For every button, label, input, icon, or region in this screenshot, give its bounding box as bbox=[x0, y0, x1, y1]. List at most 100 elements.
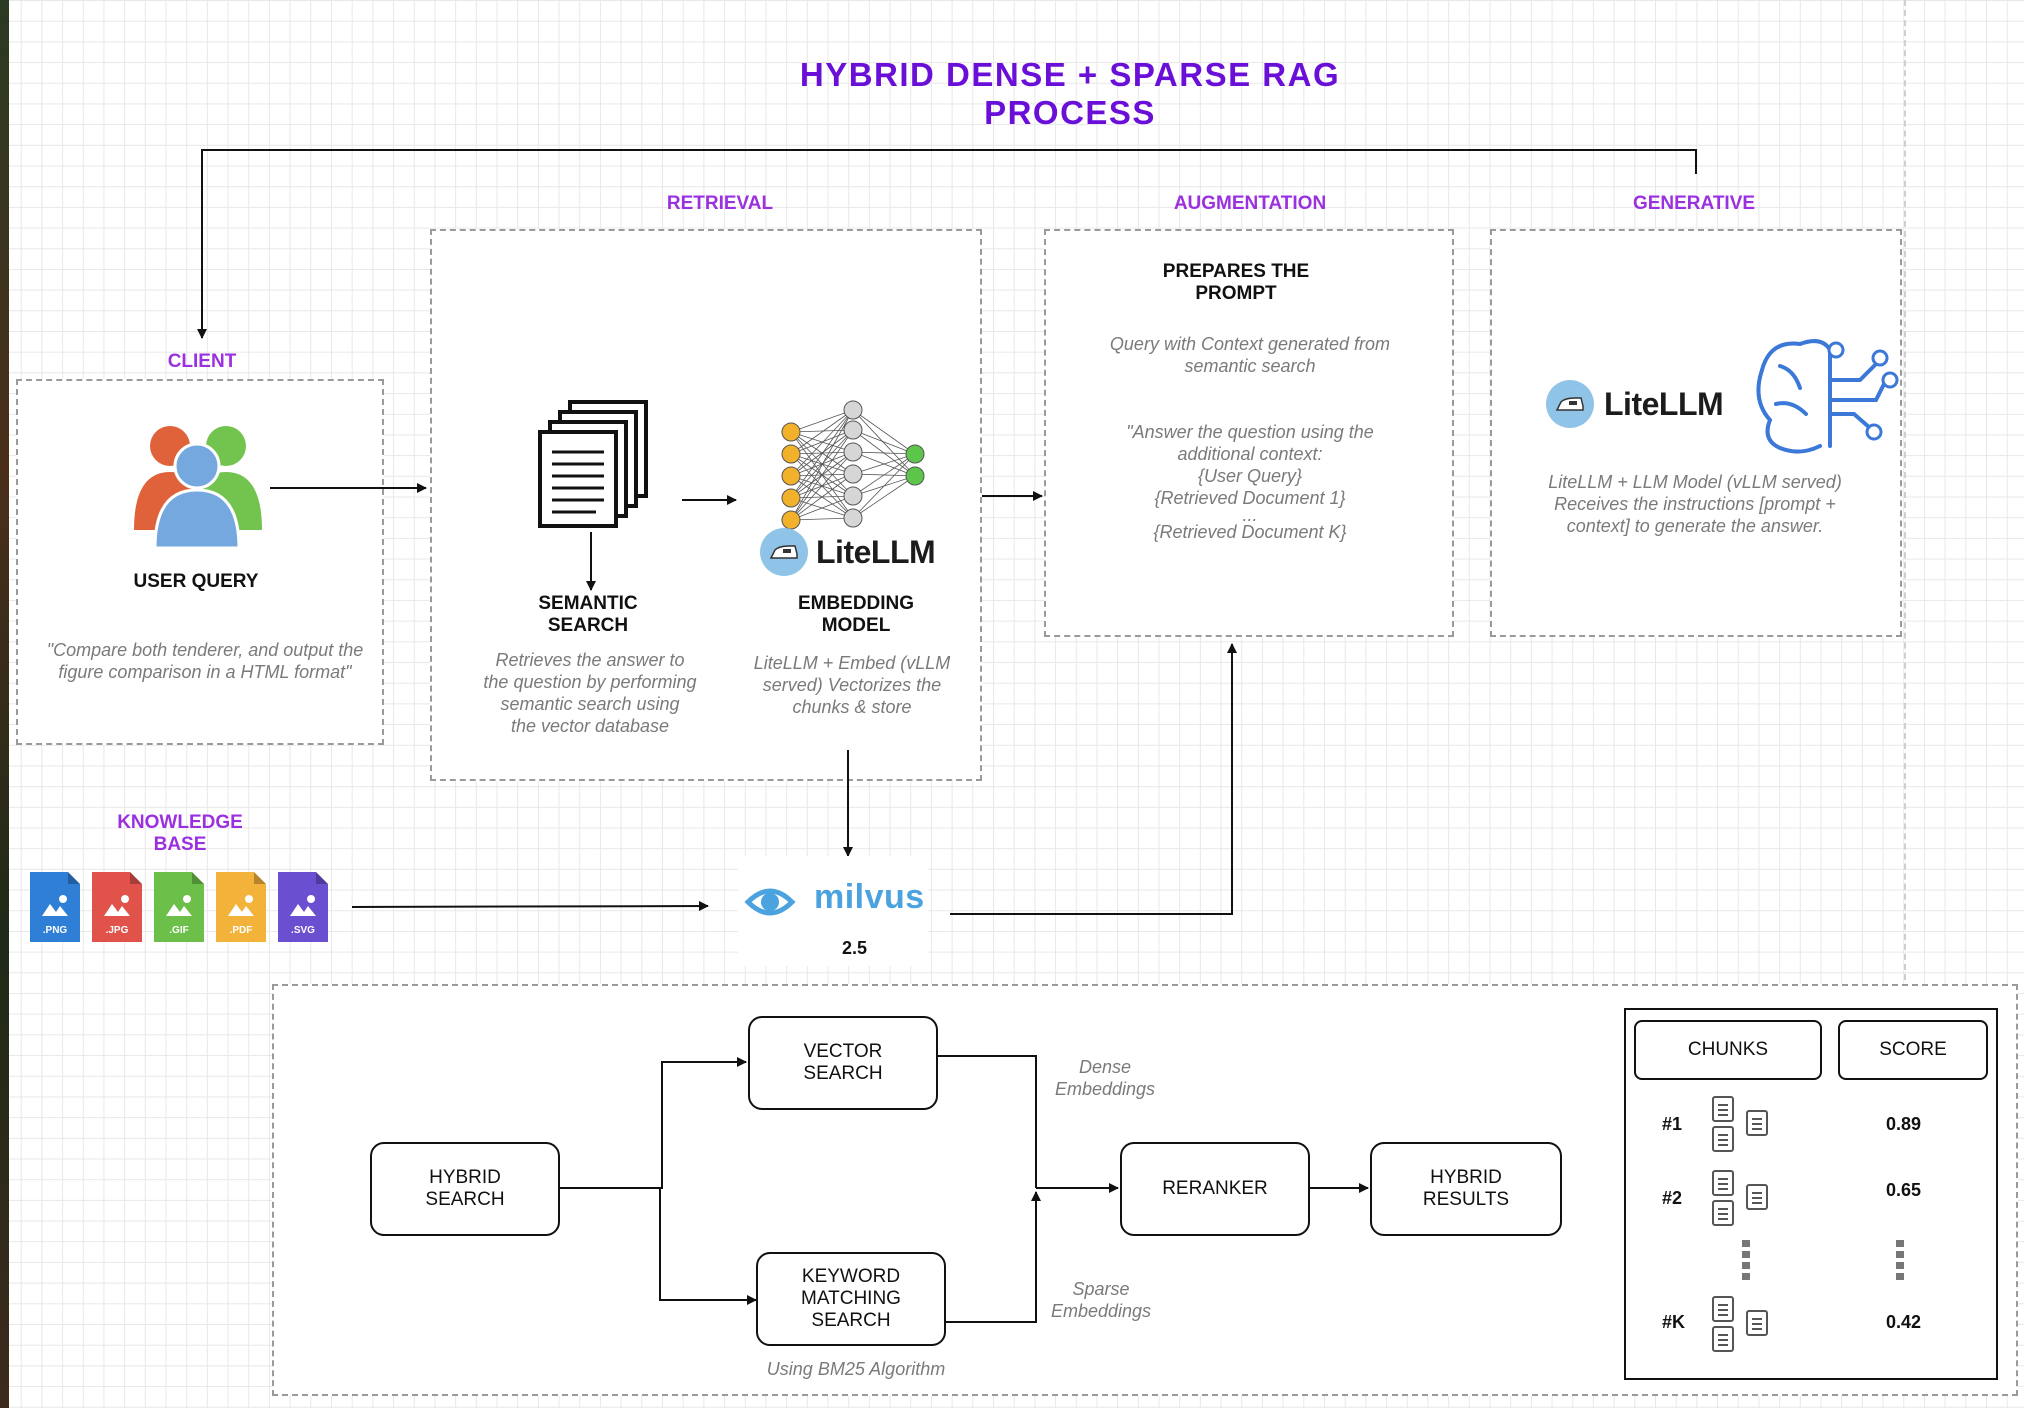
augmentation-desc-1: Query with Context generated from bbox=[1109, 334, 1391, 354]
prepares-label-1: PREPARES THE bbox=[1162, 261, 1310, 282]
rank-1: #1 bbox=[1662, 1114, 1683, 1134]
title-line-1: HYBRID DENSE + SPARSE RAG bbox=[799, 56, 1341, 93]
litellm-train-icon-2 bbox=[1546, 380, 1594, 428]
retrieval-panel bbox=[430, 229, 982, 781]
litellm-text-generative: LiteLLM bbox=[1604, 385, 1724, 422]
file-icon-png: .PNG bbox=[30, 872, 80, 942]
chunks-header: CHUNKS bbox=[1634, 1020, 1822, 1080]
file-ext-label: .PNG bbox=[42, 925, 68, 936]
prompt-line-3: {User Query} bbox=[1197, 466, 1303, 486]
file-ext-label: .PDF bbox=[229, 925, 253, 936]
semantic-desc-2: the question by performing bbox=[483, 672, 697, 692]
section-generative: GENERATIVE bbox=[1632, 193, 1756, 214]
knowledge-base-line-2: BASE bbox=[153, 834, 207, 855]
background-strip bbox=[0, 0, 9, 1408]
prompt-line-5: ... bbox=[1242, 505, 1258, 525]
diagram-title: HYBRID DENSE + SPARSE RAG PROCESS bbox=[700, 56, 1440, 132]
generative-desc-2: Receives the instructions [prompt + bbox=[1554, 494, 1836, 514]
section-retrieval: RETRIEVAL bbox=[666, 193, 774, 214]
score-ellipsis bbox=[1896, 1240, 1904, 1284]
milvus-eye-icon bbox=[744, 888, 796, 916]
chunk-doc-icon bbox=[1746, 1110, 1768, 1136]
reranker-box: RERANKER bbox=[1120, 1142, 1310, 1236]
vector-search-line-2: SEARCH bbox=[803, 1063, 883, 1084]
keyword-line-1: KEYWORD bbox=[801, 1266, 901, 1287]
prepares-label-2: PROMPT bbox=[1195, 283, 1277, 304]
user-query-line-1: "Compare both tenderer, and output the bbox=[46, 640, 364, 660]
chunk-doc-icon bbox=[1712, 1170, 1734, 1196]
embedding-label-1: EMBEDDING bbox=[797, 593, 915, 614]
litellm-text-embedding: LiteLLM bbox=[816, 533, 936, 570]
chunk-doc-icon bbox=[1712, 1296, 1734, 1322]
semantic-search-desc: Retrieves the answer to the question by … bbox=[452, 649, 728, 737]
sparse-line-2: Embeddings bbox=[1050, 1301, 1152, 1321]
generative-desc: LiteLLM + LLM Model (vLLM served) Receiv… bbox=[1520, 471, 1870, 537]
score-2: 0.65 bbox=[1886, 1180, 1922, 1200]
dense-line-1: Dense bbox=[1078, 1057, 1132, 1077]
score-k: 0.42 bbox=[1886, 1312, 1922, 1332]
sparse-line-1: Sparse bbox=[1072, 1279, 1130, 1299]
title-line-2: PROCESS bbox=[984, 94, 1156, 131]
user-query-line-2: figure comparison in a HTML format" bbox=[58, 662, 352, 682]
file-icon-pdf: .PDF bbox=[216, 872, 266, 942]
sparse-embeddings-note: Sparse Embeddings bbox=[1026, 1278, 1176, 1322]
chunks-ellipsis bbox=[1742, 1240, 1750, 1284]
dense-embeddings-note: Dense Embeddings bbox=[1030, 1056, 1180, 1100]
file-ext-label: .SVG bbox=[291, 925, 315, 936]
chunk-doc-icon bbox=[1712, 1326, 1734, 1352]
results-line-1: HYBRID bbox=[1430, 1167, 1502, 1188]
hybrid-search-line-1: HYBRID bbox=[429, 1167, 501, 1188]
file-icon-gif: .GIF bbox=[154, 872, 204, 942]
milvus-version: 2.5 bbox=[842, 938, 868, 958]
chunk-doc-icon bbox=[1712, 1096, 1734, 1122]
rank-k: #K bbox=[1662, 1312, 1686, 1332]
embedding-desc-2: served) Vectorizes the bbox=[762, 675, 942, 695]
semantic-desc-1: Retrieves the answer to bbox=[495, 650, 685, 670]
semantic-search-label: SEMANTIC SEARCH bbox=[488, 593, 688, 637]
prepares-prompt-label: PREPARES THE PROMPT bbox=[1136, 261, 1336, 305]
prompt-line-6: {Retrieved Document K} bbox=[1153, 522, 1347, 542]
generative-panel bbox=[1490, 229, 1902, 637]
augmentation-desc: Query with Context generated from semant… bbox=[1080, 333, 1420, 377]
chunk-doc-icon bbox=[1712, 1200, 1734, 1226]
file-ext-label: .GIF bbox=[169, 925, 189, 936]
section-augmentation: AUGMENTATION bbox=[1173, 193, 1327, 214]
prompt-line-1: "Answer the question using the bbox=[1126, 422, 1374, 442]
litellm-train-icon bbox=[760, 528, 808, 576]
section-client: CLIENT bbox=[167, 351, 237, 372]
embedding-model-desc: LiteLLM + Embed (vLLM served) Vectorizes… bbox=[736, 652, 968, 718]
litellm-logo-embedding: LiteLLM bbox=[760, 528, 936, 576]
file-ext-label: .JPG bbox=[105, 925, 129, 936]
section-knowledge-base: KNOWLEDGE BASE bbox=[90, 812, 270, 856]
semantic-label-1: SEMANTIC bbox=[538, 593, 638, 614]
generative-desc-1: LiteLLM + LLM Model (vLLM served) bbox=[1548, 472, 1842, 492]
embedding-label-2: MODEL bbox=[821, 615, 891, 636]
dense-line-2: Embeddings bbox=[1054, 1079, 1156, 1099]
prompt-line-4: {Retrieved Document 1} bbox=[1154, 488, 1346, 508]
generative-desc-3: context] to generate the answer. bbox=[1566, 516, 1824, 536]
semantic-label-2: SEARCH bbox=[547, 615, 629, 636]
litellm-logo-generative: LiteLLM bbox=[1546, 380, 1724, 428]
keyword-line-3: SEARCH bbox=[811, 1310, 891, 1331]
divider-line bbox=[1904, 0, 1906, 980]
chunk-doc-icon bbox=[1712, 1126, 1734, 1152]
prompt-line-2: additional context: bbox=[1177, 444, 1323, 464]
augmentation-panel bbox=[1044, 229, 1454, 637]
milvus-name: milvus bbox=[814, 878, 925, 916]
user-query-label: USER QUERY bbox=[133, 571, 259, 592]
rank-2: #2 bbox=[1662, 1188, 1683, 1208]
knowledge-base-line-1: KNOWLEDGE bbox=[117, 812, 243, 833]
augmentation-desc-2: semantic search bbox=[1184, 356, 1316, 376]
file-icon-svg: .SVG bbox=[278, 872, 328, 942]
keyword-line-2: MATCHING bbox=[801, 1288, 901, 1309]
score-header: SCORE bbox=[1838, 1020, 1988, 1080]
client-panel bbox=[16, 379, 384, 745]
bm25-note: Using BM25 Algorithm bbox=[766, 1359, 946, 1379]
